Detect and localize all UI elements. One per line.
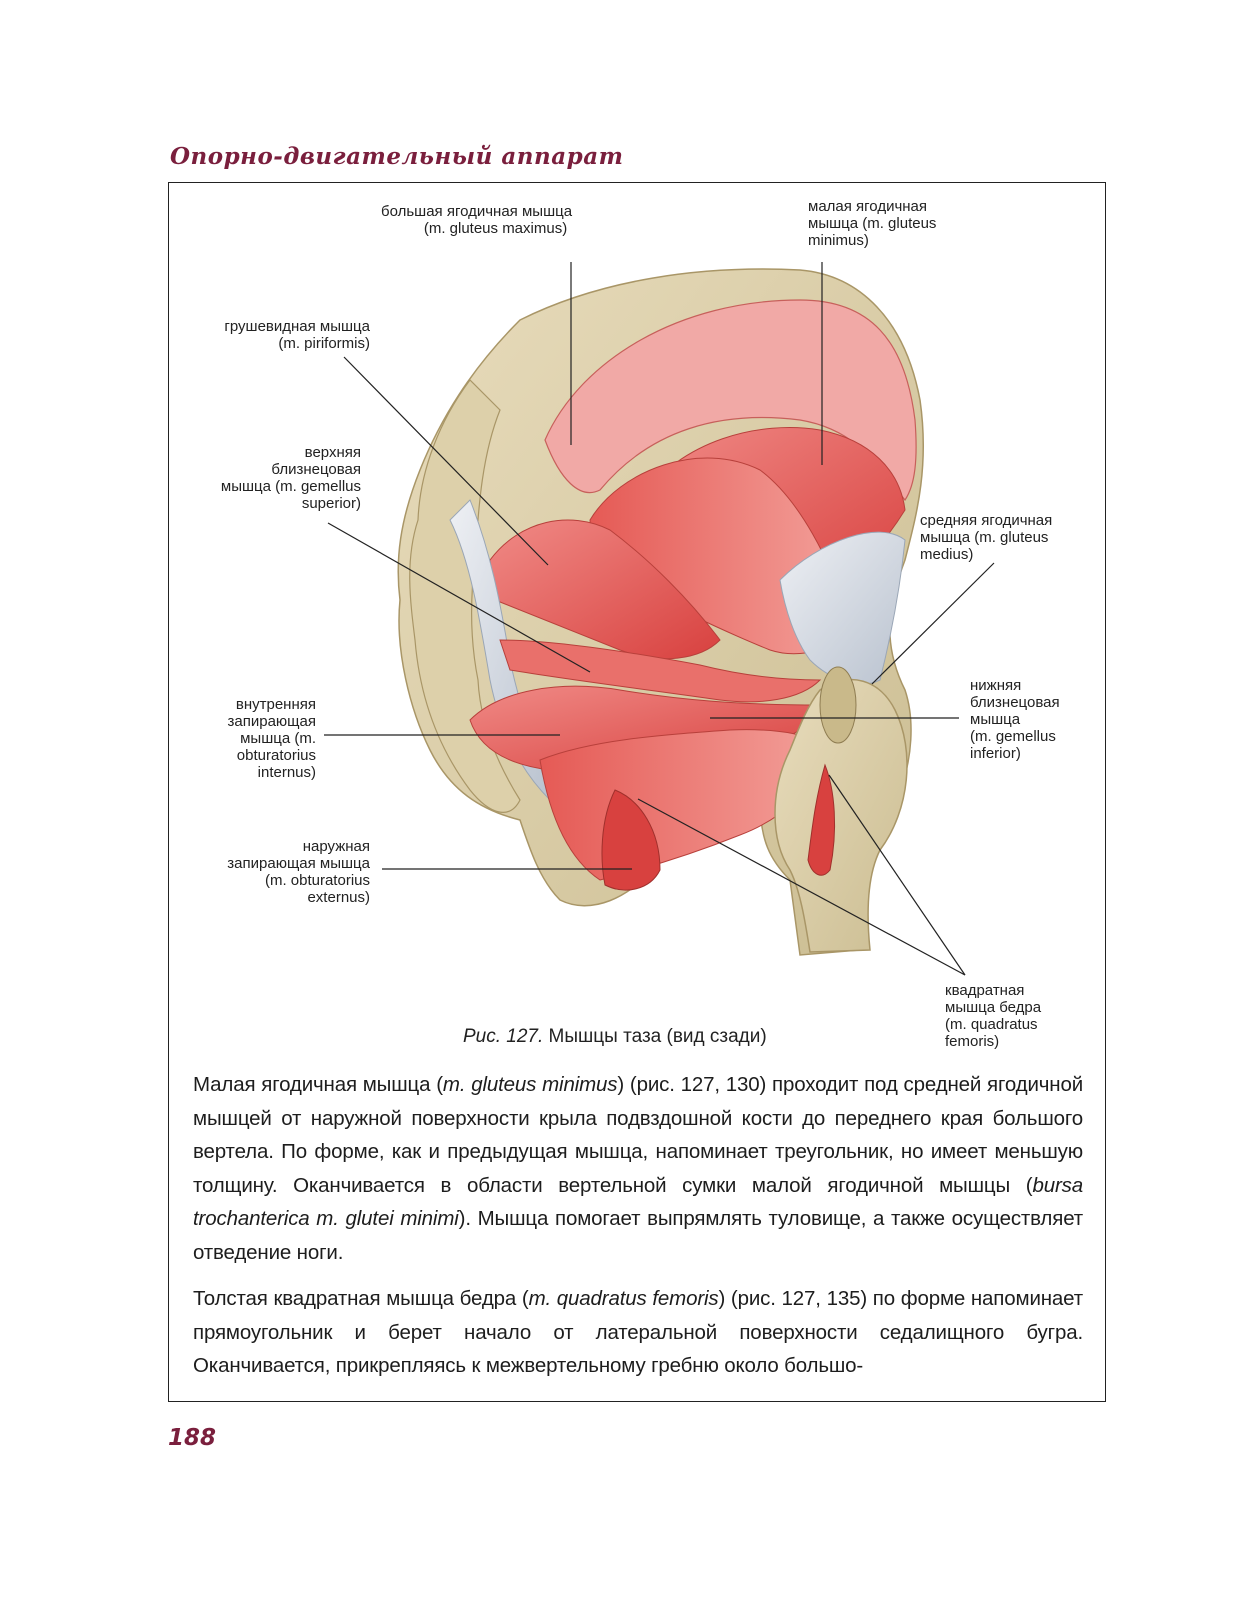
label-gluteus-medius: средняя ягодичная мышца (m. gluteus medi… xyxy=(920,512,1053,563)
figure-frame xyxy=(168,182,1106,1402)
paragraph-quadratus-femoris: Толстая квадратная мышца бедра (m. quadr… xyxy=(193,1287,1083,1377)
quadratus-insertion xyxy=(807,763,836,876)
label-gluteus-minimus: малая ягодичная мышца (m. gluteus minimu… xyxy=(808,198,937,249)
paragraph-gluteus-minimus: Малая ягодичная мышца (m. gluteus minimu… xyxy=(193,1073,1084,1264)
hip-joint-capsule xyxy=(819,666,857,744)
caption-text: Мышцы таза (вид сзади) xyxy=(543,1026,767,1047)
label-gluteus-maximus: большая ягодичная мышца (m. gluteus maxi… xyxy=(381,203,573,237)
label-gemellus-superior: верхняя близнецовая мышца (m. gemellus s… xyxy=(220,444,361,512)
label-piriformis: грушевидная мышца (m. piriformis) xyxy=(224,318,370,352)
label-quadratus-femoris: квадратная мышца бедра (m. quadratus fem… xyxy=(945,982,1042,1050)
figure-caption: Рис. 127. Мышцы таза (вид сзади) xyxy=(463,1026,767,1048)
label-obturatorius-internus: внутренняя запирающая мышца (m. obturato… xyxy=(227,696,316,781)
obturatorius-externus-muscle xyxy=(601,789,661,891)
running-head: Опорно-двигательный аппарат xyxy=(170,143,624,170)
label-gemellus-inferior: нижняя близнецовая мышца (m. gemellus in… xyxy=(970,677,1060,762)
femur xyxy=(774,678,908,953)
gluteus-maximus-muscle xyxy=(544,299,917,502)
gluteus-medius-tendon xyxy=(779,531,906,685)
page-number: 188 xyxy=(168,1425,217,1451)
leader-lines xyxy=(324,262,995,976)
piriformis-muscle xyxy=(489,519,721,660)
caption-number: Рис. 127. xyxy=(463,1026,544,1047)
gemellus-superior-muscle xyxy=(499,639,822,703)
label-obturatorius-externus: наружная запирающая мышца (m. obturatori… xyxy=(227,838,370,906)
